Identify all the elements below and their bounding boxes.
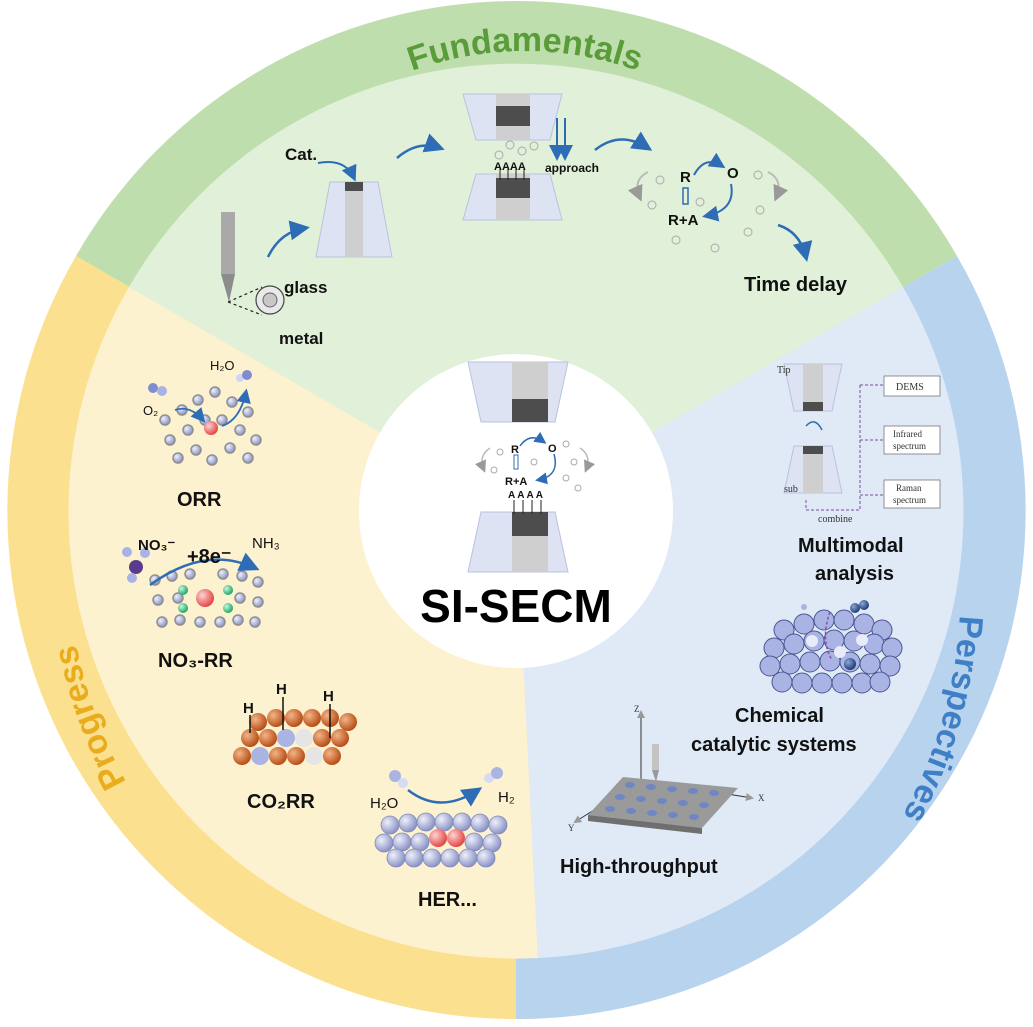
approach-label: approach	[545, 161, 599, 175]
raman-label-1: Raman	[896, 483, 922, 493]
high-throughput-label: High-throughput	[560, 856, 718, 878]
orr-label: ORR	[177, 489, 222, 511]
axis-y-label: Y	[568, 823, 575, 833]
multimodal-illustration: Tip sub DEMS Infrared spectrum Raman spe…	[777, 363, 941, 585]
her-label: HER...	[418, 889, 477, 911]
chemical-label-1: Chemical	[735, 705, 824, 727]
orr-h2o-label: H₂O	[210, 358, 235, 373]
orr-illustration: H₂O O₂ ORR	[143, 358, 262, 511]
axis-x-label: X	[758, 793, 765, 803]
multimodal-label-1: Multimodal	[798, 535, 904, 557]
co2rr-h-right: H	[323, 688, 334, 705]
fundamentals-approach: AAAA approach	[462, 93, 653, 221]
raman-label-2: spectrum	[893, 495, 926, 505]
center-title: SI-SECM	[420, 580, 612, 632]
tip-label: Tip	[777, 365, 791, 376]
metal-label: metal	[279, 329, 323, 348]
infrared-label-2: spectrum	[893, 441, 926, 451]
center-ra-label: R+A	[505, 476, 527, 488]
chemical-label-2: catalytic systems	[691, 734, 857, 756]
her-h2-label: H₂	[498, 789, 515, 806]
center-r-label: R	[511, 444, 519, 456]
high-throughput-illustration: Z X Y High-throughput	[560, 704, 765, 878]
glass-label: glass	[284, 278, 327, 297]
cat-label: Cat.	[285, 145, 317, 164]
center-o-label: O	[548, 443, 557, 455]
multimodal-label-2: analysis	[815, 563, 894, 585]
co2rr-illustration: H H H CO₂RR	[233, 681, 357, 813]
time-delay-label: Time delay	[744, 274, 848, 296]
dems-label: DEMS	[896, 382, 924, 393]
co2rr-label: CO₂RR	[247, 791, 315, 813]
her-h2o-label: H₂O	[370, 795, 398, 812]
fundamentals-redox-cycle: R O R+A Time delay	[627, 152, 848, 296]
orr-o2-label: O₂	[143, 403, 158, 418]
center-secm-diagram: A A A A R O R+A	[467, 361, 596, 573]
no3rr-label: NO₃-RR	[158, 650, 233, 672]
co2rr-h-mid: H	[276, 681, 287, 698]
axis-z-label: Z	[634, 704, 640, 714]
redox-ra-label: R+A	[668, 212, 699, 229]
fundamentals-electrode-fabrication: glass metal	[221, 212, 327, 348]
no3-label: NO₃⁻	[138, 537, 175, 554]
approach-a-row: AAAA	[494, 161, 526, 173]
no3rr-illustration: NO₃⁻ +8e⁻ NH₃ NO₃-RR	[122, 535, 280, 672]
her-illustration: H₂O H₂ HER...	[370, 767, 515, 911]
progress-inner-sector	[68, 287, 538, 959]
nh3-label: NH₃	[252, 535, 280, 552]
center-circle	[359, 354, 673, 668]
co2rr-h-left: H	[243, 700, 254, 717]
fundamentals-catalyst-deposition: Cat.	[285, 133, 445, 258]
redox-r-label: R	[680, 169, 691, 186]
fundamentals-inner-sector	[129, 63, 903, 511]
chemical-catalytic-illustration: Chemical catalytic systems	[691, 600, 903, 756]
combine-label: combine	[818, 514, 853, 525]
electrons-label: +8e⁻	[187, 546, 231, 568]
redox-o-label: O	[727, 165, 739, 182]
sub-label: sub	[784, 484, 798, 495]
center-a-row: A A A A	[508, 490, 543, 501]
infrared-label-1: Infrared	[893, 429, 922, 439]
